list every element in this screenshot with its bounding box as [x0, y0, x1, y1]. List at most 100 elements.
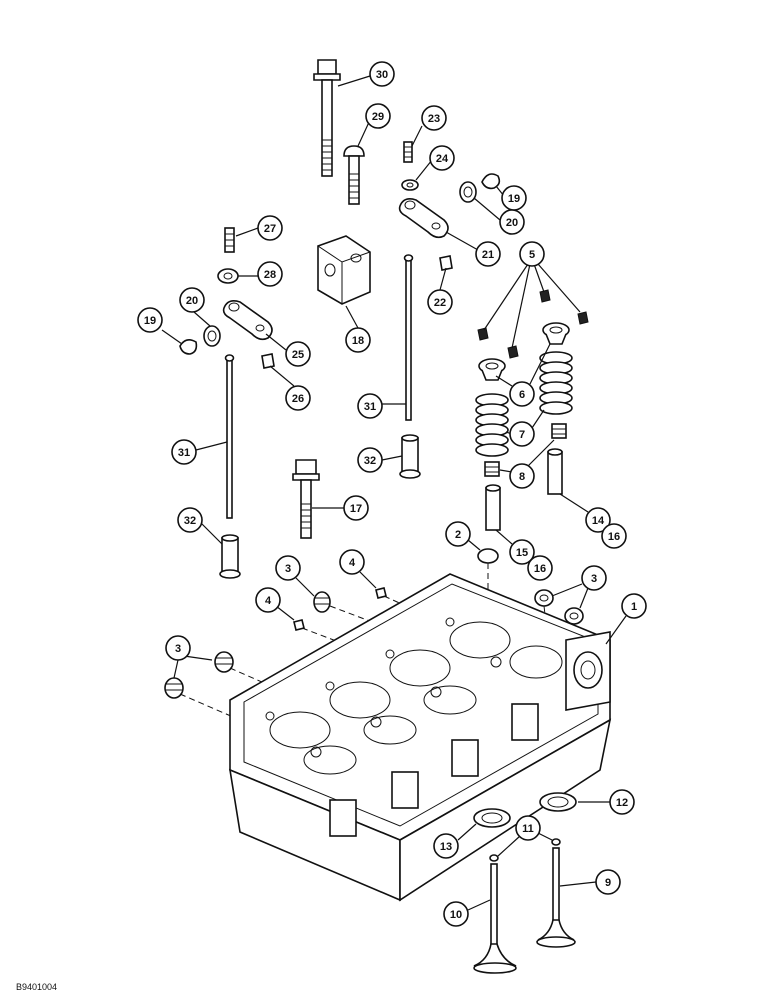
svg-text:13: 13 — [440, 841, 452, 853]
part-adjusting-screw-right — [403, 141, 413, 163]
part-rocker-arm-right — [398, 198, 449, 239]
callout-4-upper: 4 — [339, 549, 365, 575]
svg-text:2: 2 — [455, 529, 461, 541]
svg-text:3: 3 — [285, 563, 291, 575]
callout-25: 25 — [285, 341, 311, 367]
part-intake-valve — [473, 863, 517, 974]
part-washer-right — [459, 181, 477, 203]
callout-20-left: 20 — [179, 287, 205, 313]
svg-text:12: 12 — [616, 797, 628, 809]
svg-text:5: 5 — [529, 249, 535, 261]
callout-27: 27 — [257, 215, 283, 241]
svg-text:32: 32 — [364, 455, 376, 467]
part-small-plug-lower — [293, 619, 305, 631]
svg-text:1: 1 — [631, 601, 637, 613]
svg-text:26: 26 — [292, 393, 304, 405]
svg-text:4: 4 — [265, 595, 272, 607]
callout-31-left: 31 — [171, 439, 197, 465]
part-rocker-arm-left — [222, 300, 273, 341]
callout-5: 5 — [519, 241, 545, 267]
part-push-rod-right — [403, 254, 414, 421]
svg-text:31: 31 — [364, 401, 376, 413]
callout-9: 9 — [595, 869, 621, 895]
callout-15: 15 — [509, 539, 535, 565]
svg-text:4: 4 — [349, 557, 356, 569]
callout-32-left: 32 — [177, 507, 203, 533]
svg-text:18: 18 — [352, 335, 364, 347]
part-threaded-plug-left-b — [164, 677, 184, 699]
callout-2: 2 — [445, 521, 471, 547]
callout-13: 13 — [433, 833, 459, 859]
callout-32-right: 32 — [357, 447, 383, 473]
part-pivot-block-left — [261, 353, 275, 369]
callout-3-left: 3 — [165, 635, 191, 661]
callouts: 30 29 23 24 19 20 21 27 28 22 5 18 20 19… — [137, 61, 647, 927]
callout-24: 24 — [429, 145, 455, 171]
part-threaded-plug-right-a — [534, 589, 554, 607]
callout-29: 29 — [365, 103, 391, 129]
callout-21: 21 — [475, 241, 501, 267]
part-lock-nut-left — [217, 268, 239, 284]
svg-text:9: 9 — [605, 877, 611, 889]
svg-text:20: 20 — [506, 217, 518, 229]
svg-text:10: 10 — [450, 909, 462, 921]
svg-text:6: 6 — [519, 389, 525, 401]
part-lock-nut-right — [401, 179, 419, 191]
svg-text:25: 25 — [292, 349, 304, 361]
callout-28: 28 — [257, 261, 283, 287]
callout-leader-lines — [161, 75, 627, 911]
svg-text:23: 23 — [428, 113, 440, 125]
callout-3-right: 3 — [581, 565, 607, 591]
svg-text:14: 14 — [592, 515, 605, 527]
svg-text:19: 19 — [144, 315, 156, 327]
callout-19-left: 19 — [137, 307, 163, 333]
part-valve-guide-left — [485, 484, 501, 531]
callout-3-top-left: 3 — [275, 555, 301, 581]
svg-text:27: 27 — [264, 223, 276, 235]
part-retaining-clip-left — [179, 338, 198, 355]
svg-text:30: 30 — [376, 69, 388, 81]
callout-11: 11 — [515, 815, 541, 841]
part-rocker-support-block — [317, 235, 371, 305]
part-valve-cap-right — [551, 838, 561, 846]
svg-text:28: 28 — [264, 269, 276, 281]
svg-text:11: 11 — [522, 823, 534, 835]
part-stem-seal-left — [484, 461, 500, 477]
part-long-bolt — [313, 59, 341, 177]
part-retaining-clip-right — [481, 173, 501, 190]
part-valve-spring-right — [539, 351, 573, 415]
part-valve-keepers — [477, 289, 589, 359]
part-valve-spring-left — [475, 393, 509, 457]
part-rocker-bolt — [343, 145, 365, 205]
figure-reference-code: B9401004 — [16, 982, 57, 992]
callout-16-right: 16 — [601, 523, 627, 549]
part-pivot-block-right — [439, 255, 453, 271]
callout-18: 18 — [345, 327, 371, 353]
callout-31-right: 31 — [357, 393, 383, 419]
svg-text:24: 24 — [436, 153, 449, 165]
part-threaded-plug-right-b — [564, 607, 584, 625]
callout-12: 12 — [609, 789, 635, 815]
part-push-rod-left — [224, 354, 235, 519]
callout-4-lower: 4 — [255, 587, 281, 613]
svg-text:8: 8 — [519, 471, 525, 483]
part-cylinder-head — [228, 573, 612, 902]
callout-20-right: 20 — [499, 209, 525, 235]
svg-text:16: 16 — [534, 563, 546, 575]
callout-10: 10 — [443, 901, 469, 927]
callout-26: 26 — [285, 385, 311, 411]
part-exhaust-valve — [536, 847, 576, 948]
svg-text:29: 29 — [372, 111, 384, 123]
part-tappet-right — [399, 434, 421, 479]
callout-19-right: 19 — [501, 185, 527, 211]
callout-17: 17 — [343, 495, 369, 521]
callout-23: 23 — [421, 105, 447, 131]
callout-14: 14 — [585, 507, 611, 533]
part-small-plug-upper — [375, 587, 387, 599]
svg-text:3: 3 — [591, 573, 597, 585]
callout-8: 8 — [509, 463, 535, 489]
callout-1: 1 — [621, 593, 647, 619]
part-washer-left — [203, 325, 221, 347]
svg-text:3: 3 — [175, 643, 181, 655]
